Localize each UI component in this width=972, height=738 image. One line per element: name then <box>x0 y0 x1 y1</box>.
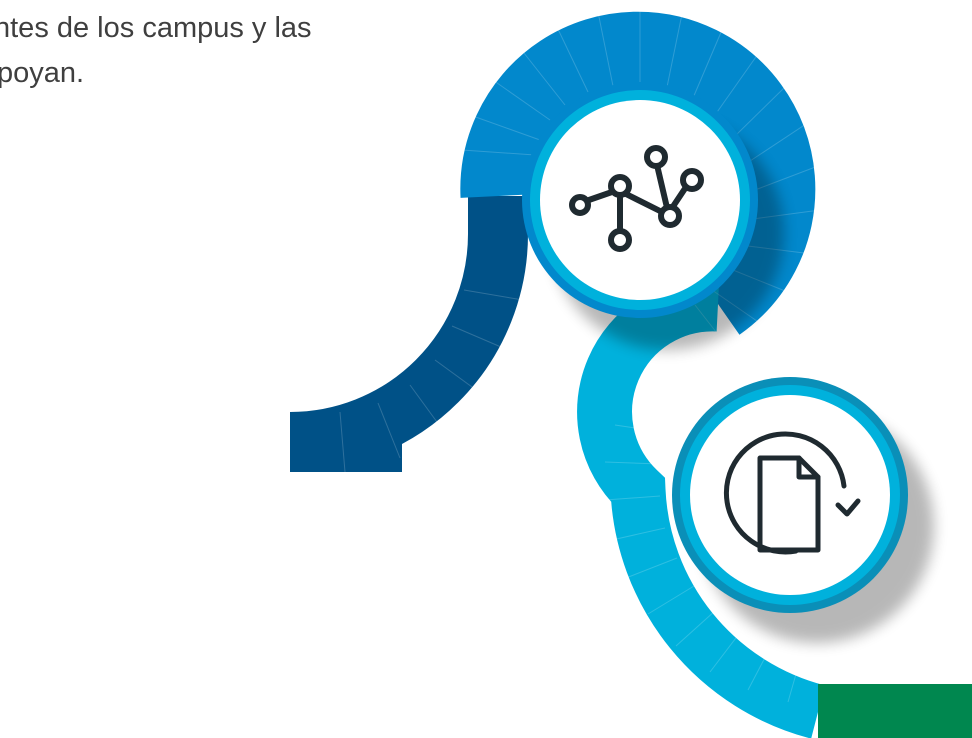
document-refresh-icon <box>723 431 861 555</box>
bottom-circle-node <box>672 377 934 643</box>
intro-line-1: ntes de los campus y las <box>0 12 312 44</box>
intro-line-2: poyan. <box>0 57 85 89</box>
green-bar <box>818 684 972 738</box>
navy-path-band <box>289 196 528 472</box>
intro-text: ntes de los campus y las poyan. <box>0 6 312 96</box>
network-nodes-icon <box>569 145 704 252</box>
